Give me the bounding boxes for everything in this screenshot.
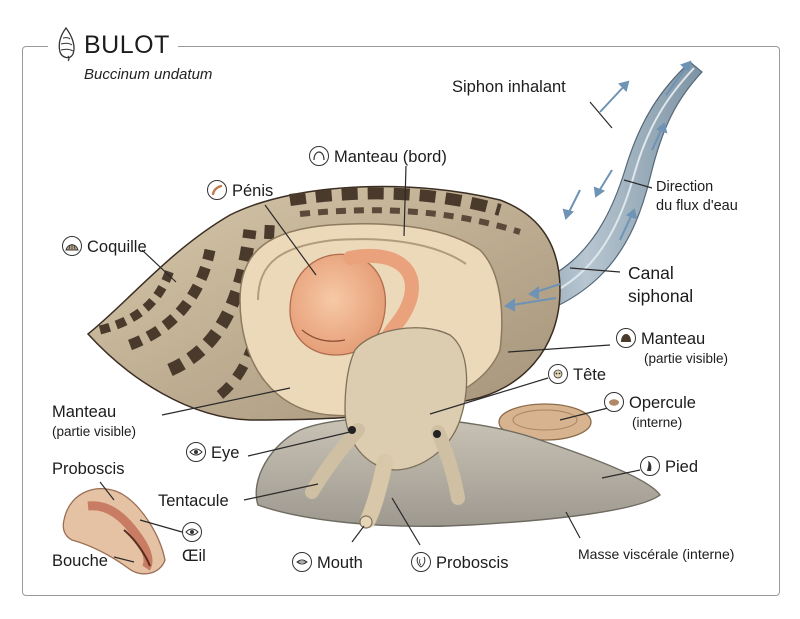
label-manteau-left-line2: (partie visible) [52,424,137,439]
label-pied-text: Pied [665,458,699,476]
label-proboscis-text: Proboscis [436,554,509,572]
label-direction-line2: du flux d'eau [656,198,738,214]
label-masse-viscerale: Masse viscérale (interne) [578,546,735,562]
label-manteau-left-line1: Manteau [52,403,117,421]
label-mouth-text: Mouth [317,554,363,572]
label-canal-line1: Canal [628,263,674,283]
label-eye-text: Eye [211,444,240,462]
shell-icon [54,26,78,67]
label-coquille: Coquille [62,236,147,257]
label-canal-siphonal: Canal siphonal [628,262,693,308]
label-manteau-bord-text: Manteau (bord) [334,148,447,166]
label-proboscis: Proboscis [411,552,508,573]
title-block: BULOT [48,26,178,67]
label-tentacule: Tentacule [158,492,229,510]
operculum-icon [604,392,624,412]
label-siphon-inhalant: Siphon inhalant [452,78,566,96]
label-penis-text: Pénis [232,182,274,200]
label-manteau-right-line2: (partie visible) [644,351,729,366]
proboscis-inset [62,488,166,575]
head-icon [548,364,568,384]
label-penis: Pénis [207,180,273,201]
leader-lines [99,101,653,563]
diagram-frame [22,46,780,596]
label-coquille-text: Coquille [87,238,147,256]
proboscis-icon [411,552,431,572]
page-title: BULOT [84,31,170,59]
eye-icon [186,442,206,462]
label-opercule-line1: Opercule [629,394,696,412]
label-manteau-right: Manteau (partie visible) [616,328,728,368]
label-tete-text: Tête [573,366,607,384]
label-mouth: Mouth [292,552,363,573]
label-manteau-bord: Manteau (bord) [309,146,447,167]
shell-icon [62,236,82,256]
label-opercule: Opercule (interne) [604,392,696,432]
operculum [498,403,592,441]
page-subtitle: Buccinum undatum [84,66,213,83]
label-direction: Direction du flux d'eau [656,178,738,216]
label-tete: Tête [548,364,606,385]
eye-icon [182,522,202,542]
flow-arrows [504,60,692,312]
label-oeil-text: Œil [182,547,206,565]
penis-icon [207,180,227,200]
label-oeil: Œil [182,522,207,566]
label-bouche: Bouche [52,552,108,570]
label-manteau-right-line1: Manteau [641,330,706,348]
foot-icon [640,456,660,476]
label-pied: Pied [640,456,698,477]
label-direction-line1: Direction [656,179,714,195]
label-eye: Eye [186,442,239,463]
head-body [305,327,468,529]
mouth-icon [292,552,312,572]
mantle-edge-icon [309,146,329,166]
label-manteau-left: Manteau (partie visible) [52,403,136,441]
label-opercule-line2: (interne) [632,415,683,430]
mantle-icon [616,328,636,348]
label-proboscis-inset: Proboscis [52,460,125,478]
label-canal-line2: siphonal [628,286,694,306]
